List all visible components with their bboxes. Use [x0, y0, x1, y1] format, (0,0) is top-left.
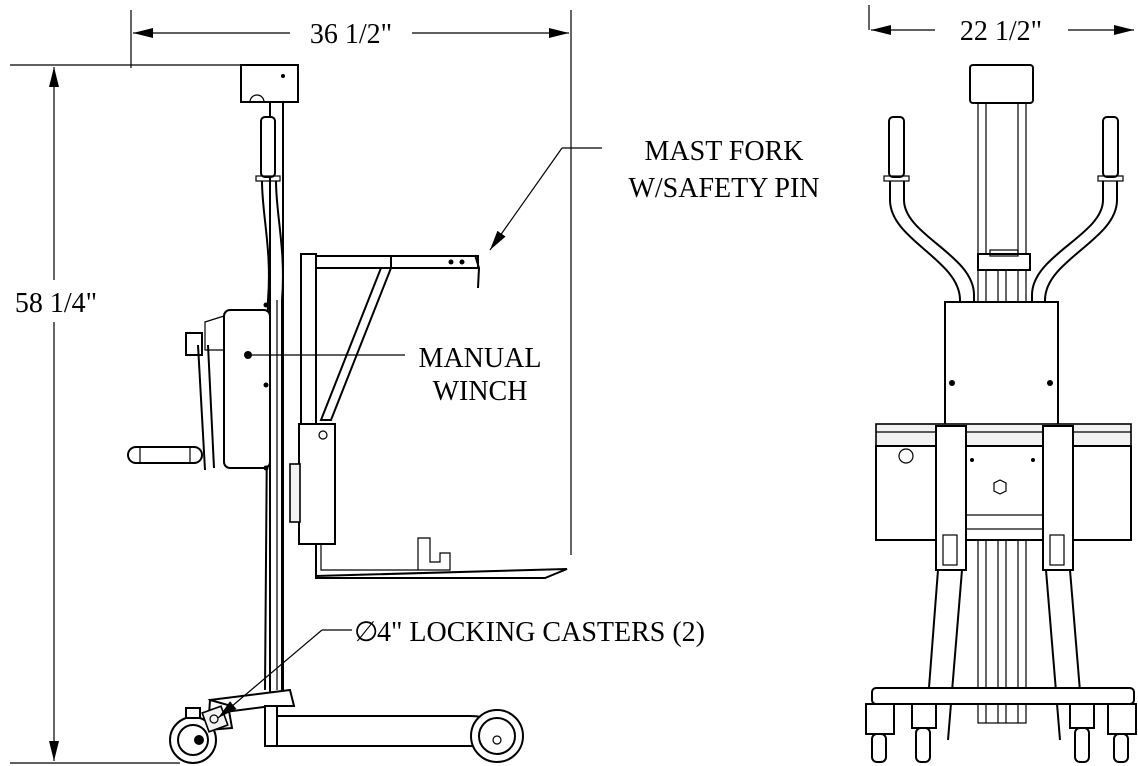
dimension-width-front-label: 22 1/2": [960, 16, 1042, 47]
callout-manual-winch: MANUAL WINCH: [250, 343, 541, 407]
front-handle-right: [1102, 116, 1119, 178]
dimension-height-side-label: 58 1/4": [15, 288, 97, 319]
caster-front: [470, 709, 524, 763]
front-fork-right: [1042, 425, 1074, 571]
front-view: [865, 64, 1137, 763]
callout-mast-fork-line1: MAST FORK: [645, 136, 804, 167]
callout-casters: ∅ 4" LOCKING CASTERS (2): [217, 617, 705, 719]
casters-diameter-symbol: ∅: [354, 617, 378, 648]
front-winch-plate: [944, 301, 1059, 429]
side-view: [127, 64, 568, 764]
callout-manual-winch-line1: MANUAL: [419, 343, 542, 374]
callout-casters-label: 4" LOCKING CASTERS (2): [377, 617, 705, 648]
callout-mast-fork-line2: W/SAFETY PIN: [628, 173, 819, 204]
dimension-height-side: 58 1/4": [10, 64, 245, 764]
callout-mast-fork: MAST FORK W/SAFETY PIN: [489, 136, 820, 251]
mast-top-cap: [240, 64, 299, 103]
front-caster-outer-right: [1107, 703, 1137, 763]
dimension-width-front: 22 1/2": [868, 5, 1134, 47]
winch-crank-handle: [127, 446, 203, 464]
front-mast-top-cap: [969, 64, 1034, 104]
front-caster-inner-left: [911, 703, 937, 763]
carriage: [289, 423, 568, 579]
callout-manual-winch-line2: WINCH: [433, 376, 528, 407]
base-frame: [206, 688, 518, 747]
push-handle-grip: [260, 116, 276, 178]
front-handle-left: [888, 116, 905, 178]
front-base-frame: [871, 687, 1135, 705]
front-fork-left: [935, 425, 967, 571]
manual-winch: [127, 302, 271, 471]
front-carriage-bar: [875, 423, 1132, 447]
dimension-width-side-label: 36 1/2": [310, 19, 392, 50]
dimension-width-side: 36 1/2": [130, 10, 572, 555]
caster-rear: [169, 705, 229, 764]
front-caster-inner-right: [1069, 703, 1095, 763]
front-caster-outer-left: [865, 703, 895, 763]
